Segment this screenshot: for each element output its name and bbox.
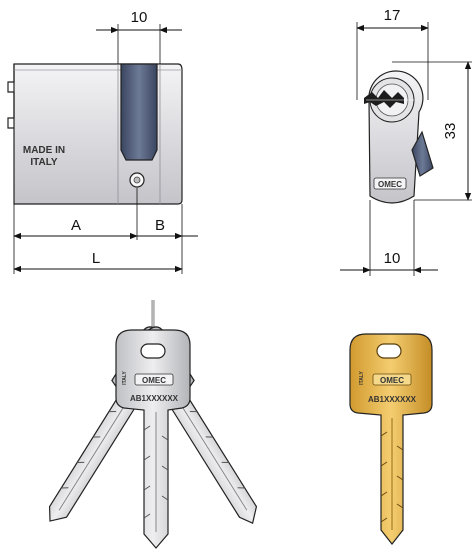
origin-engraving-line1: MADE IN — [23, 145, 65, 156]
dimension-front-width: 17 — [356, 7, 429, 100]
brass-key-brand-text: OMEC — [380, 376, 404, 385]
cylinder-front-view: OMEC — [364, 70, 434, 204]
brass-key-bow-hole — [376, 343, 402, 359]
key-brand-text: OMEC — [142, 376, 166, 385]
cam-blade — [120, 63, 158, 161]
key-bunch: OMEC AB1XXXXXX ITALY — [48, 300, 258, 549]
dim-label-a: A — [71, 217, 81, 234]
dimension-front-bottom: 10 — [340, 200, 438, 276]
front-brand-plate — [373, 177, 407, 190]
front-brand-text: OMEC — [378, 180, 402, 189]
brass-key-code-text: AB1XXXXXX — [368, 395, 417, 404]
dimension-cam-width: 10 — [96, 9, 182, 64]
dimension-a-b: A B — [13, 188, 198, 274]
dim-label-b: B — [155, 217, 165, 234]
key-code-text: AB1XXXXXX — [130, 394, 179, 403]
origin-engraving-line2: ITALY — [30, 157, 58, 168]
key-origin-text: ITALY — [122, 371, 128, 385]
dimension-front-height: 33 — [392, 61, 472, 201]
dim-label-10-bottom: 10 — [384, 250, 401, 267]
key-bow-hole — [140, 343, 166, 359]
key-center: OMEC AB1XXXXXX ITALY — [115, 329, 191, 549]
keyway — [364, 90, 404, 108]
brass-key: OMEC AB1XXXXXX ITALY — [349, 333, 433, 545]
front-cam-tab — [411, 130, 434, 177]
dim-label-l: L — [92, 250, 100, 267]
cylinder-side-view: MADE IN ITALY — [7, 63, 183, 205]
dim-label-33: 33 — [442, 123, 459, 140]
dimension-length: L — [13, 250, 183, 273]
dim-label-10-top: 10 — [131, 9, 148, 26]
dim-label-17: 17 — [384, 7, 401, 24]
brass-key-origin-text: ITALY — [359, 371, 365, 385]
